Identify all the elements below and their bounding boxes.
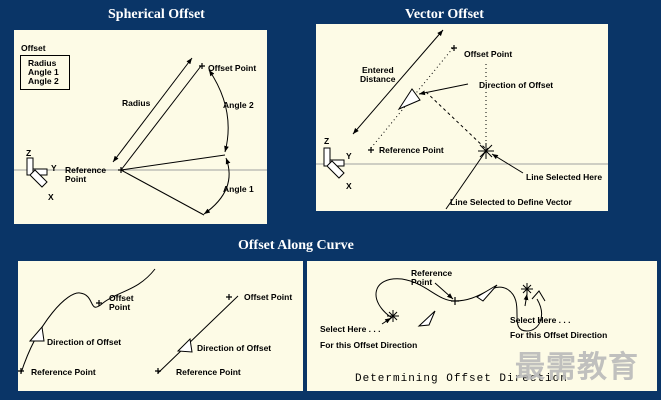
radius-label: Radius [122, 98, 151, 108]
offset-point-label: Offset Point [464, 49, 513, 59]
vector-offset-diagram [316, 29, 608, 210]
spherical-offset-diagram [14, 57, 267, 216]
offset-params-box: Radius Angle 1 Angle 2 [20, 55, 70, 90]
offset-section-label: Offset [21, 43, 46, 53]
axis-x-label: X [346, 181, 352, 191]
for-this-left: For this Offset Direction [320, 340, 418, 350]
reference-point-label: Reference Point [379, 145, 444, 155]
angle-1-label: Angle 1 [223, 184, 254, 194]
offset-point-right: Offset Point [244, 292, 293, 302]
direction-of-offset-left: Direction of Offset [47, 337, 122, 347]
vector-offset-panel: Offset Point Entered Distance Direction … [316, 24, 608, 211]
vector-offset-title: Vector Offset [405, 7, 484, 22]
offset-along-curve-title: Offset Along Curve [238, 238, 354, 253]
param-angle-1: Angle 1 [28, 67, 59, 77]
axis-x-label: X [48, 192, 54, 202]
offset-direction-panel: Reference Point Select Here . . . For th… [307, 261, 657, 391]
direction-of-offset-label: Direction of Offset [479, 80, 554, 90]
reference-label-line2: Point [65, 174, 87, 184]
entered-distance-line2: Distance [360, 74, 396, 84]
reference-label-line1: Reference [65, 165, 107, 175]
spherical-offset-title: Spherical Offset [108, 7, 205, 22]
determining-offset-caption: Determining Offset Direction [355, 373, 568, 385]
spherical-offset-panel: Offset Radius Angle 1 Angle 2 Offset Poi… [14, 30, 267, 224]
reference-point-right: Reference Point [176, 367, 241, 377]
param-angle-2: Angle 2 [28, 76, 59, 86]
offset-point-label: Offset Point [208, 63, 257, 73]
axis-triad-icon [323, 147, 345, 179]
select-here-right: Select Here . . . [510, 315, 571, 325]
for-this-right: For this Offset Direction [510, 330, 608, 340]
param-radius: Radius [28, 58, 57, 68]
entered-distance-line1: Entered [362, 65, 394, 75]
offset-point-line1: Offset [109, 293, 134, 303]
axis-y-label: Y [346, 151, 352, 161]
select-here-left: Select Here . . . [320, 324, 381, 334]
watermark-logo: 最需教育 [515, 350, 639, 385]
angle-2-label: Angle 2 [223, 100, 254, 110]
reference-point-left: Reference Point [31, 367, 96, 377]
reference-label-line1: Reference [411, 268, 453, 278]
direction-of-offset-right: Direction of Offset [197, 343, 272, 353]
offset-along-curve-panel: Offset Point Direction of Offset Referen… [18, 261, 303, 391]
offset-point-line2: Point [109, 302, 131, 312]
axis-z-label: Z [26, 148, 32, 158]
axis-z-label: Z [324, 136, 330, 146]
axis-triad-icon [26, 157, 48, 188]
line-selected-here-label: Line Selected Here [526, 172, 603, 182]
offset-direction-diagram [375, 278, 546, 332]
axis-y-label: Y [51, 163, 57, 173]
reference-label-line2: Point [411, 277, 433, 287]
offset-along-curve-diagram [18, 268, 239, 374]
line-selected-define-label: Line Selected to Define Vector [450, 197, 572, 207]
